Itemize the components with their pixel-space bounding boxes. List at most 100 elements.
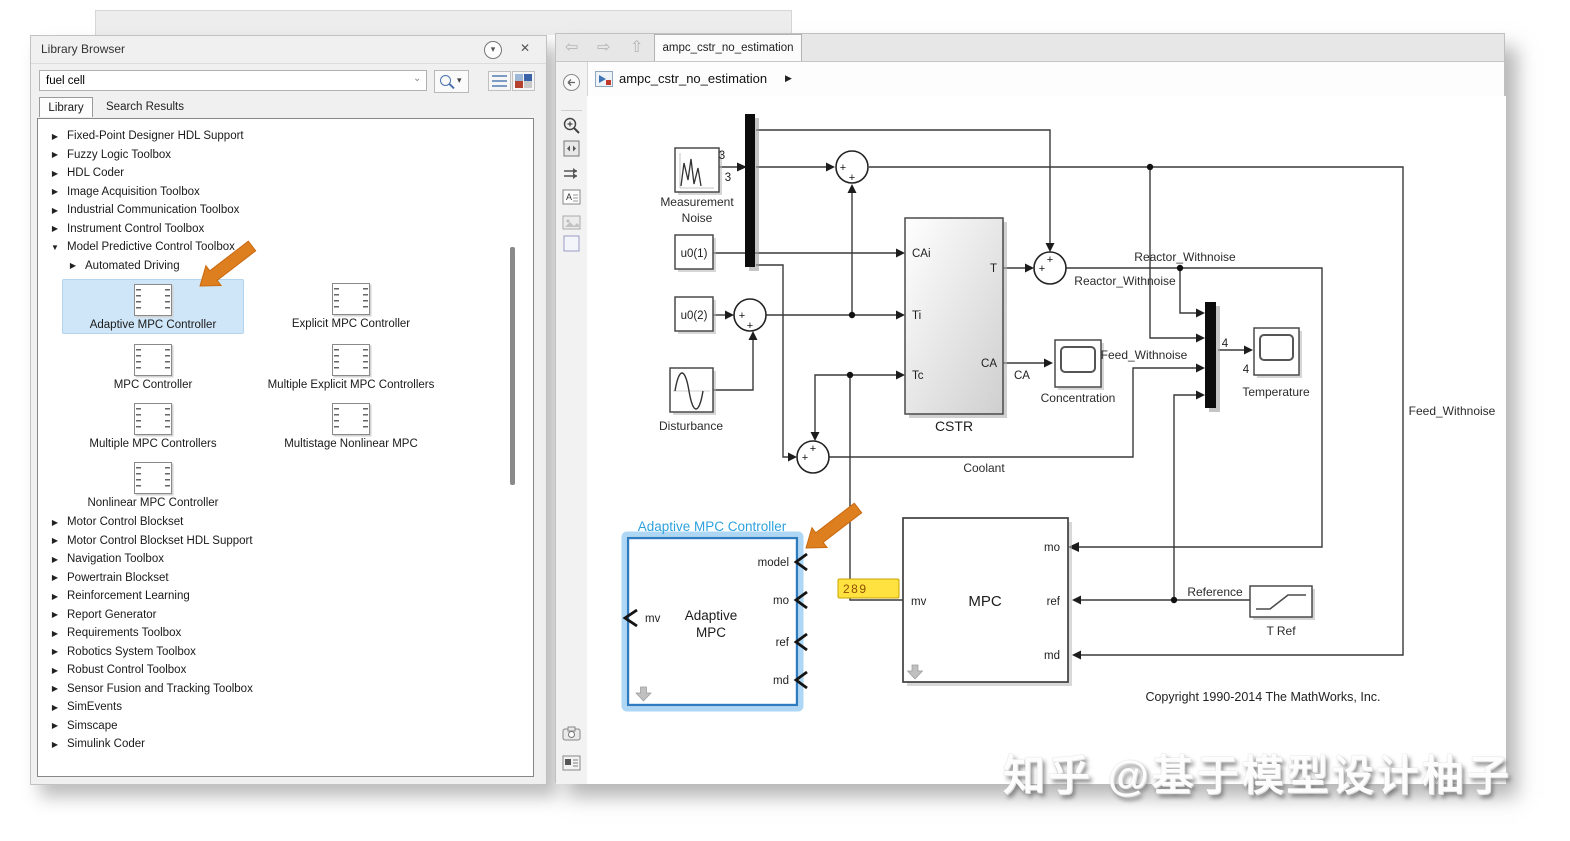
select-area-icon[interactable] bbox=[562, 234, 581, 253]
tab-search-results[interactable]: Search Results bbox=[106, 101, 184, 113]
list-view-button[interactable] bbox=[488, 71, 511, 91]
tree-item-motor-control[interactable]: ▶Motor Control Blockset bbox=[38, 513, 533, 532]
chevron-down-icon[interactable]: ⌄ bbox=[413, 73, 422, 84]
tab-library[interactable]: Library bbox=[39, 97, 93, 117]
grid-view-button[interactable] bbox=[512, 71, 535, 91]
caret-collapsed-icon[interactable]: ▶ bbox=[51, 168, 59, 178]
model-icon bbox=[595, 71, 613, 87]
tree-item-label: Simulink Coder bbox=[67, 738, 145, 751]
library-browser-panel: Library Browser ▾ ✕ ⌄ ▾ Library Search R… bbox=[30, 35, 547, 785]
caret-collapsed-icon[interactable]: ▶ bbox=[51, 702, 59, 712]
block-label: Multiple MPC Controllers bbox=[89, 438, 217, 450]
block-icon bbox=[134, 344, 172, 376]
tree-item-reinforcement-learning[interactable]: ▶ Reinforcement Learning bbox=[38, 587, 533, 606]
tree-item-label: Reinforcement Learning bbox=[67, 590, 190, 603]
library-browser-title: Library Browser bbox=[41, 42, 126, 56]
caret-collapsed-icon[interactable]: ▶ bbox=[51, 536, 59, 546]
caret-collapsed-icon[interactable]: ▶ bbox=[51, 610, 59, 620]
up-icon[interactable]: ⇧ bbox=[630, 39, 644, 56]
tree-item-automated-driving[interactable]: ▶Automated Driving bbox=[38, 257, 533, 276]
signal-routing-icon[interactable] bbox=[562, 164, 581, 183]
model-tab[interactable]: ampc_cstr_no_estimation bbox=[654, 34, 802, 61]
grid-tile bbox=[515, 81, 523, 88]
tree-item-label: Fuzzy Logic Toolbox bbox=[67, 148, 171, 161]
tree-item-report-generator[interactable]: ▶Report Generator bbox=[38, 606, 533, 625]
tree-item-robust-control[interactable]: ▶Robust Control Toolbox bbox=[38, 661, 533, 680]
breadcrumb[interactable]: ampc_cstr_no_estimation ▶ bbox=[587, 62, 1504, 97]
caret-collapsed-icon[interactable]: ▶ bbox=[51, 573, 59, 583]
tree-item-label: Industrial Communication Toolbox bbox=[67, 204, 240, 217]
tree-item-requirements[interactable]: ▶Requirements Toolbox bbox=[38, 624, 533, 643]
library-block-multistage-nonlinear-mpc[interactable]: Multistage Nonlinear MPC bbox=[244, 399, 458, 452]
tree-item-mpc-toolbox[interactable]: ▼Model Predictive Control Toolbox bbox=[38, 238, 533, 257]
caret-collapsed-icon[interactable]: ▶ bbox=[51, 665, 59, 675]
library-block-nonlinear-mpc-controller[interactable]: Nonlinear MPC Controller bbox=[62, 458, 244, 511]
library-block-explicit-mpc-controller[interactable]: Explicit MPC Controller bbox=[244, 279, 458, 334]
close-icon[interactable]: ✕ bbox=[519, 41, 530, 55]
toolbar-divider bbox=[561, 110, 582, 111]
editor-tabbar: ⇦ ⇨ ⇧ ampc_cstr_no_estimation bbox=[556, 34, 1504, 62]
block-icon bbox=[332, 283, 370, 315]
caret-collapsed-icon[interactable]: ▶ bbox=[51, 131, 59, 141]
capture-settings-icon[interactable] bbox=[562, 754, 581, 773]
tree-item-fixed-point-hdl[interactable]: ▶Fixed-Point Designer HDL Support bbox=[38, 127, 533, 146]
search-button[interactable]: ▾ bbox=[434, 70, 469, 93]
search-icon bbox=[440, 75, 451, 86]
tree-item-powertrain[interactable]: ▶ Powertrain Blockset bbox=[38, 569, 533, 588]
panel-menu-icon[interactable]: ▾ bbox=[484, 41, 502, 59]
search-row: ⌄ ▾ bbox=[31, 64, 546, 97]
tree-item-instrument-control[interactable]: ▶Instrument Control Toolbox bbox=[38, 220, 533, 239]
forward-icon[interactable]: ⇨ bbox=[597, 39, 611, 56]
tree-item-robotics[interactable]: ▶Robotics System Toolbox bbox=[38, 643, 533, 662]
library-block-adaptive-mpc-controller[interactable]: Adaptive MPC Controller bbox=[62, 279, 244, 334]
library-block-mpc-controller[interactable]: MPC Controller bbox=[62, 340, 244, 393]
camera-icon[interactable] bbox=[562, 724, 581, 743]
caret-collapsed-icon[interactable]: ▶ bbox=[51, 187, 59, 197]
caret-collapsed-icon[interactable]: ▶ bbox=[51, 721, 59, 731]
block-icon bbox=[134, 403, 172, 435]
caret-expanded-icon[interactable]: ▼ bbox=[51, 242, 59, 252]
breadcrumb-arrow-icon: ▶ bbox=[785, 73, 792, 83]
library-block-multiple-explicit-mpc[interactable]: Multiple Explicit MPC Controllers bbox=[244, 340, 458, 393]
model-canvas[interactable] bbox=[587, 96, 1506, 784]
hide-browser-icon[interactable] bbox=[562, 73, 581, 92]
caret-collapsed-icon[interactable]: ▶ bbox=[51, 647, 59, 657]
background-window-strip bbox=[95, 10, 792, 35]
search-options-icon: ▾ bbox=[457, 75, 462, 85]
block-label: Multistage Nonlinear MPC bbox=[284, 438, 418, 450]
caret-collapsed-icon[interactable]: ▶ bbox=[51, 684, 59, 694]
tree-item-simulink-coder[interactable]: ▶ Simulink Coder bbox=[38, 735, 533, 754]
annotation-icon[interactable]: A bbox=[562, 188, 581, 207]
caret-collapsed-icon[interactable]: ▶ bbox=[51, 517, 59, 527]
tree-item-hdl-coder[interactable]: ▶HDL Coder bbox=[38, 164, 533, 183]
tree-item-label: Powertrain Blockset bbox=[67, 571, 169, 584]
image-icon[interactable] bbox=[562, 213, 581, 232]
search-input[interactable] bbox=[39, 70, 427, 91]
block-icon bbox=[134, 284, 172, 316]
tree-item-image-acquisition[interactable]: ▶Image Acquisition Toolbox bbox=[38, 183, 533, 202]
tree-item-label: Motor Control Blockset HDL Support bbox=[67, 534, 253, 547]
caret-collapsed-icon[interactable]: ▶ bbox=[51, 554, 59, 564]
zoom-icon[interactable] bbox=[562, 116, 581, 135]
caret-collapsed-icon[interactable]: ▶ bbox=[51, 591, 59, 601]
tree-item-industrial-comm[interactable]: ▶ Industrial Communication Toolbox bbox=[38, 201, 533, 220]
caret-collapsed-icon[interactable]: ▶ bbox=[69, 261, 77, 271]
caret-collapsed-icon[interactable]: ▶ bbox=[51, 224, 59, 234]
caret-collapsed-icon[interactable]: ▶ bbox=[51, 739, 59, 749]
library-block-multiple-mpc-controllers[interactable]: Multiple MPC Controllers bbox=[62, 399, 244, 452]
tree-item-fuzzy-logic[interactable]: ▶ Fuzzy Logic Toolbox bbox=[38, 146, 533, 165]
tree-scrollbar[interactable] bbox=[510, 247, 515, 485]
caret-collapsed-icon[interactable]: ▶ bbox=[51, 150, 59, 160]
tree-item-simscape[interactable]: ▶Simscape bbox=[38, 717, 533, 736]
back-icon[interactable]: ⇦ bbox=[565, 39, 579, 56]
fit-to-view-icon[interactable] bbox=[562, 139, 581, 158]
tree-item-motor-control-hdl[interactable]: ▶ Motor Control Blockset HDL Support bbox=[38, 532, 533, 551]
watermark: 知乎 @基于模型设计柚子 bbox=[1003, 752, 1512, 799]
breadcrumb-model-name[interactable]: ampc_cstr_no_estimation bbox=[619, 71, 768, 86]
tree-item-label: Sensor Fusion and Tracking Toolbox bbox=[67, 682, 253, 695]
tree-item-sensor-fusion[interactable]: ▶ Sensor Fusion and Tracking Toolbox bbox=[38, 680, 533, 699]
caret-collapsed-icon[interactable]: ▶ bbox=[51, 628, 59, 638]
tree-item-navigation[interactable]: ▶Navigation Toolbox bbox=[38, 550, 533, 569]
tree-item-simevents[interactable]: ▶SimEvents bbox=[38, 698, 533, 717]
caret-collapsed-icon[interactable]: ▶ bbox=[51, 205, 59, 215]
